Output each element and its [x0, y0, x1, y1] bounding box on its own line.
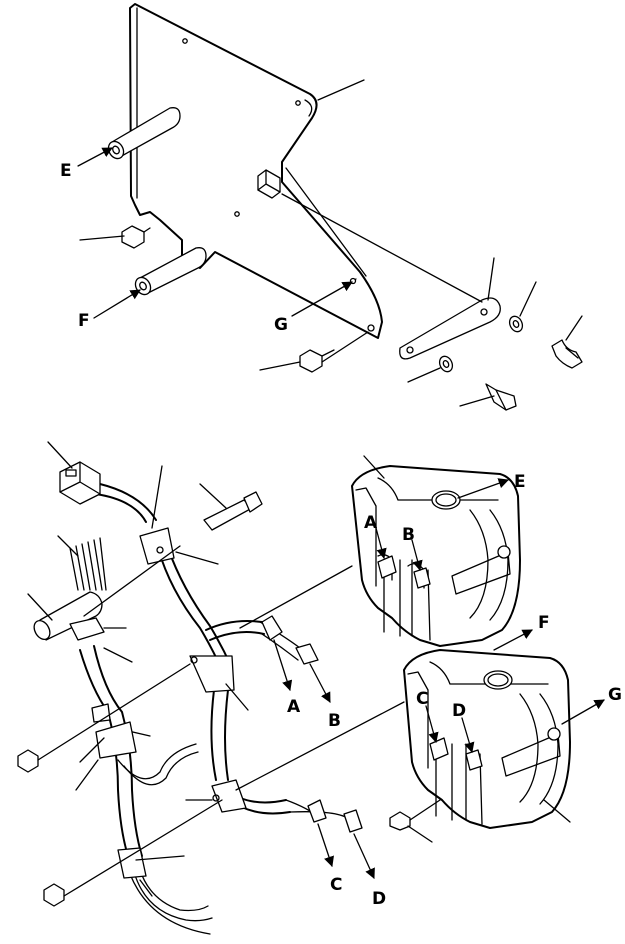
callout-label-f-module: F	[538, 613, 550, 633]
callout-label-c-module: C	[416, 689, 428, 709]
callout-label-e-upper: E	[60, 161, 72, 181]
washer-upper	[508, 315, 524, 333]
callout-c-arrow-module	[425, 705, 439, 744]
callout-label-e-module: E	[514, 472, 526, 492]
callout-g-arrow-module	[561, 699, 605, 725]
callout-d-arrow-lower	[353, 833, 375, 879]
harness-terminals	[261, 615, 363, 833]
callout-label-b-lower: B	[328, 711, 341, 731]
callout-label-g-module: G	[608, 685, 622, 705]
long-bolt	[203, 491, 263, 531]
control-module-lower	[403, 649, 571, 829]
hex-bolt-lower	[485, 383, 517, 411]
harness-connector	[59, 461, 101, 505]
square-nut	[257, 169, 281, 199]
wiring-harness	[79, 483, 351, 935]
callout-d-arrow-module	[461, 717, 475, 753]
washer-lower	[438, 355, 454, 373]
callout-g-arrow-upper	[291, 281, 353, 317]
upper-leader-lines	[79, 79, 583, 407]
control-module-upper	[351, 465, 521, 647]
callout-f-arrow-module	[493, 629, 533, 651]
harness-flange-bolts	[17, 749, 411, 907]
loose-wire-ends	[69, 537, 107, 591]
callout-label-f-upper: F	[78, 311, 90, 331]
callout-label-g-upper: G	[274, 315, 288, 335]
callout-label-c-lower: C	[330, 875, 342, 895]
lower-leader-lines	[27, 441, 571, 897]
callout-label-b-module: B	[402, 525, 415, 545]
callout-b-arrow-lower	[309, 663, 331, 703]
callout-e-arrow-module	[457, 478, 509, 499]
callout-e-arrow-upper	[77, 147, 113, 167]
hex-bolt-upper	[551, 339, 583, 369]
harness-clamps	[69, 527, 247, 879]
flange-bolt-left	[121, 225, 151, 249]
mounting-bracket-plate	[129, 3, 383, 339]
flange-bolt-bottom	[299, 349, 335, 373]
callout-f-arrow-upper	[93, 289, 141, 319]
mounting-strap	[399, 297, 501, 360]
callout-label-a-module: A	[364, 513, 378, 533]
callout-c-arrow-lower	[317, 823, 334, 867]
callout-label-d-module: D	[452, 701, 466, 721]
callout-label-d-lower: D	[372, 889, 386, 909]
grommet-sleeve	[33, 591, 103, 641]
callout-label-a-lower: A	[287, 697, 301, 717]
callout-b-arrow-module	[411, 539, 423, 572]
lower-standoff-spacer	[134, 247, 207, 296]
callout-a-arrow-module	[375, 527, 387, 560]
callout-a-arrow-lower	[273, 639, 293, 691]
